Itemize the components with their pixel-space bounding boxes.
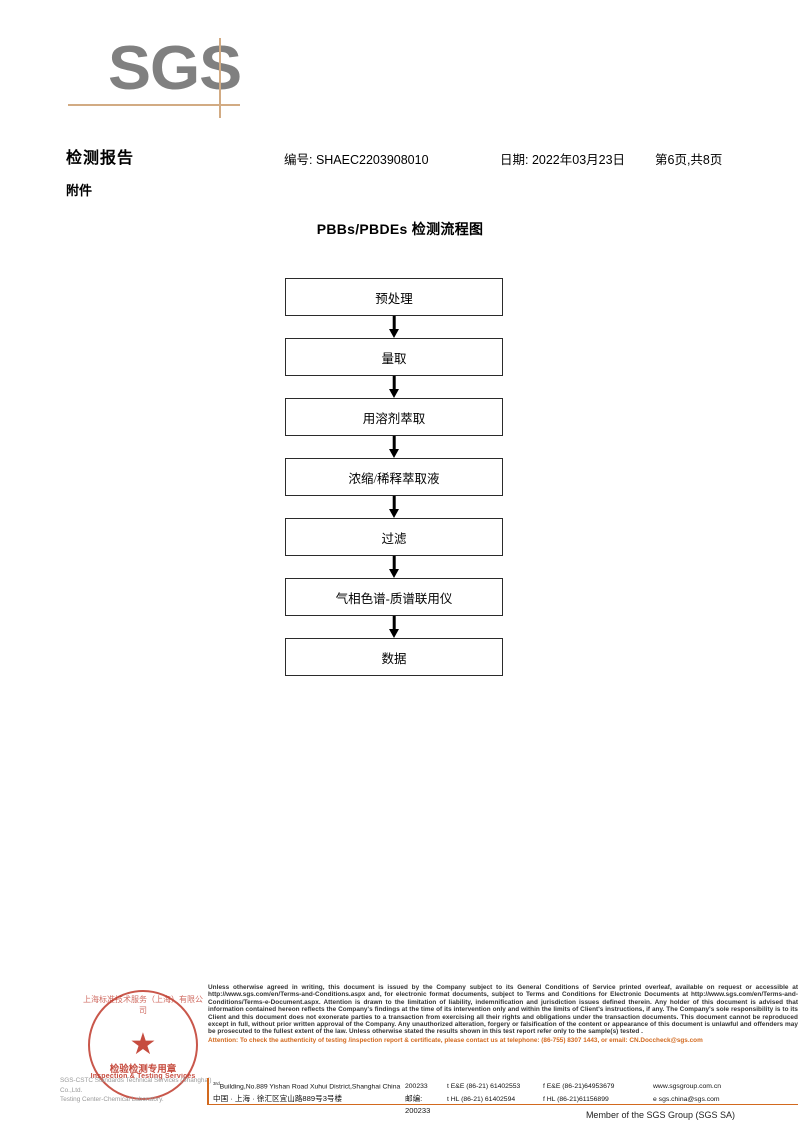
arrow-head-icon xyxy=(389,449,399,458)
arrow-line xyxy=(392,376,396,391)
sgs-logo-text: SGS xyxy=(108,34,242,103)
email-link[interactable]: e sgs.china@sgs.com xyxy=(653,1096,720,1104)
address-row-en: 3rdBuilding,No.889 Yishan Road Xuhui Dis… xyxy=(213,1078,798,1093)
logo-horizontal-rule xyxy=(68,104,240,106)
star-icon: ★ xyxy=(129,1028,157,1061)
address-en-text: Building,No.889 Yishan Road Xuhui Distri… xyxy=(219,1083,401,1091)
postcode-cn: 邮编: 200233 xyxy=(405,1094,431,1116)
arrow-head-icon xyxy=(389,569,399,578)
flow-step-7: 数据 xyxy=(285,638,503,676)
flow-arrow-3 xyxy=(285,436,503,458)
arrow-line xyxy=(392,496,396,511)
laboratory-name-line1: SGS-CSTC Standards Technical Services (S… xyxy=(60,1077,212,1094)
footer-legal-block: Unless otherwise agreed in writing, this… xyxy=(208,984,798,1044)
flow-arrow-5 xyxy=(285,556,503,578)
laboratory-name: SGS-CSTC Standards Technical Services (S… xyxy=(60,1076,220,1105)
arrow-head-icon xyxy=(389,509,399,518)
footer-rule xyxy=(207,1104,798,1106)
arrow-line xyxy=(392,436,396,451)
arrow-head-icon xyxy=(389,629,399,638)
laboratory-name-line2: Testing Center-Chemical Laboratory. xyxy=(60,1096,164,1103)
stamp-arc-text: 上海标准技术服务（上海）有限公司 xyxy=(83,995,203,1015)
arrow-line xyxy=(392,316,396,331)
flow-step-1: 预处理 xyxy=(285,278,503,316)
address-ordinal: 3rd xyxy=(213,1081,220,1086)
logo-vertical-rule xyxy=(219,38,221,118)
fax-hl: f HL (86-21)61156899 xyxy=(543,1096,609,1104)
flowchart-title: PBBs/PBDEs 检测流程图 xyxy=(316,221,484,237)
stamp-en-label: Inspection & Testing Services xyxy=(90,1073,196,1080)
page-title: 检测报告 xyxy=(66,150,135,167)
address-cn: 中国 · 上海 · 徐汇区宜山路889号3号楼 xyxy=(213,1094,343,1104)
report-header: 检测报告 附件 编号: SHAEC2203908010 日期: 2022年03月… xyxy=(0,140,800,200)
address-block: 3rdBuilding,No.889 Yishan Road Xuhui Dis… xyxy=(213,1078,798,1117)
legal-disclaimer: Unless otherwise agreed in writing, this… xyxy=(208,984,798,1036)
flow-step-2: 量取 xyxy=(285,338,503,376)
address-accent-bar xyxy=(207,1078,209,1104)
report-date: 日期: 2022年03月23日 xyxy=(500,153,626,167)
arrow-head-icon xyxy=(389,389,399,398)
postcode-en: 200233 xyxy=(405,1083,428,1091)
telephone-ee: t E&E (86-21) 61402553 xyxy=(447,1083,521,1091)
website-link[interactable]: www.sgsgroup.com.cn xyxy=(653,1083,721,1091)
flow-arrow-4 xyxy=(285,496,503,518)
attachment-label: 附件 xyxy=(66,183,93,198)
attention-notice: Attention: To check the authenticity of … xyxy=(208,1036,703,1044)
arrow-head-icon xyxy=(389,329,399,338)
fax-ee: f E&E (86-21)64953679 xyxy=(543,1083,615,1091)
telephone-hl: t HL (86-21) 61402594 xyxy=(447,1096,516,1104)
flow-arrow-6 xyxy=(285,616,503,638)
stamp-cn-label: 检验检测专用章 xyxy=(109,1064,177,1075)
address-en: 3rdBuilding,No.889 Yishan Road Xuhui Dis… xyxy=(213,1078,405,1093)
sgs-logo: SGS xyxy=(108,38,242,100)
flow-arrow-1 xyxy=(285,316,503,338)
flow-step-3: 用溶剂萃取 xyxy=(285,398,503,436)
flow-step-6: 气相色谱-质谱联用仪 xyxy=(285,578,503,616)
report-number: 编号: SHAEC2203908010 xyxy=(284,153,429,167)
flow-arrow-2 xyxy=(285,376,503,398)
arrow-line xyxy=(392,556,396,571)
address-row-cn: 中国 · 上海 · 徐汇区宜山路889号3号楼 邮编: 200233 t HL … xyxy=(213,1093,798,1117)
flowchart: 预处理 量取 用溶剂萃取 浓缩/稀释萃取液 过滤 气相色谱-质谱联用仪 xyxy=(285,278,503,676)
page-number: 第6页,共8页 xyxy=(655,153,723,167)
official-stamp: 上海标准技术服务（上海）有限公司 ★ 检验检测专用章 Inspection & … xyxy=(82,988,204,1100)
flow-step-5: 过滤 xyxy=(285,518,503,556)
stamp-circle xyxy=(88,990,198,1100)
member-line: Member of the SGS Group (SGS SA) xyxy=(585,1110,735,1120)
arrow-line xyxy=(392,616,396,631)
flow-step-4: 浓缩/稀释萃取液 xyxy=(285,458,503,496)
